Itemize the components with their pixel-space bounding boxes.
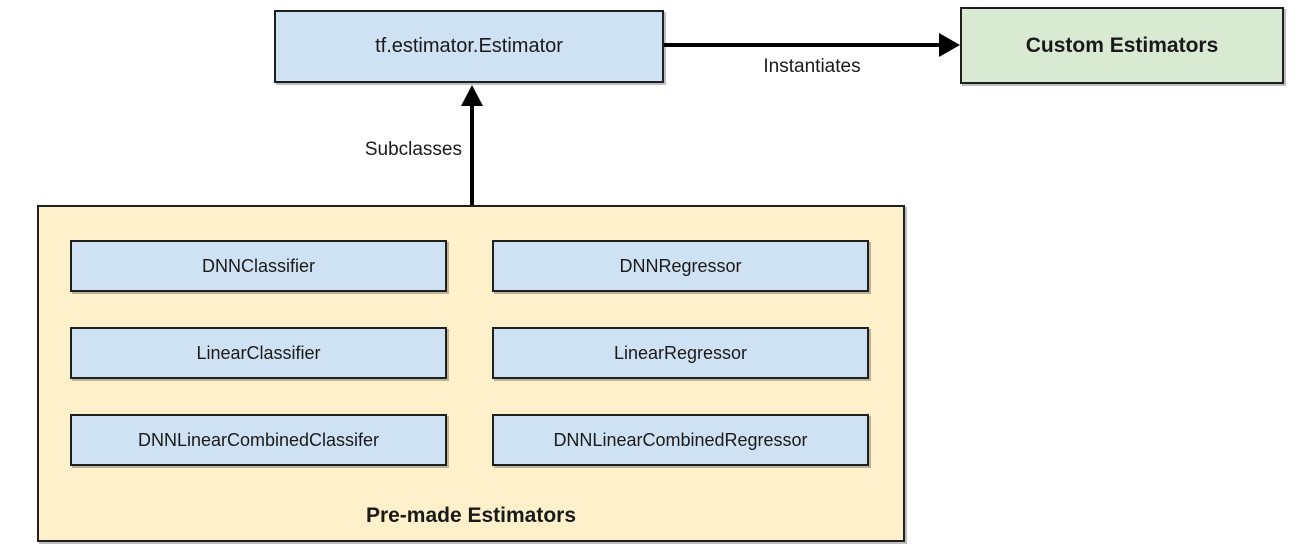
- estimator-box-label: tf.estimator.Estimator: [375, 35, 563, 57]
- dnn-linear-combined-classifer-label: DNNLinearCombinedClassifer: [137, 429, 380, 450]
- premade-estimators-container: DNNClassifier DNNRegressor LinearClassif…: [37, 205, 905, 542]
- linear-classifier-label: LinearClassifier: [196, 342, 321, 363]
- instantiates-arrow-line: [664, 43, 944, 47]
- instantiates-label: Instantiates: [763, 56, 861, 77]
- premade-estimators-title: Pre-made Estimators: [365, 504, 577, 527]
- dnn-regressor-label: DNNRegressor: [619, 255, 742, 276]
- custom-estimators-label: Custom Estimators: [1025, 33, 1219, 57]
- dnn-linear-combined-regressor-label: DNNLinearCombinedRegressor: [553, 429, 808, 450]
- arrowhead-up-icon: [461, 85, 483, 106]
- subclasses-arrow-line: [470, 102, 474, 205]
- linear-classifier-box: LinearClassifier: [70, 327, 447, 379]
- dnn-classifier-box: DNNClassifier: [70, 240, 447, 292]
- dnn-linear-combined-regressor-box: DNNLinearCombinedRegressor: [492, 414, 869, 466]
- linear-regressor-box: LinearRegressor: [492, 327, 869, 379]
- arrowhead-right-icon: [939, 33, 960, 57]
- custom-estimators-box: Custom Estimators: [960, 7, 1284, 84]
- dnn-classifier-label: DNNClassifier: [201, 255, 315, 276]
- dnn-linear-combined-classifer-box: DNNLinearCombinedClassifer: [70, 414, 447, 466]
- linear-regressor-label: LinearRegressor: [613, 342, 748, 363]
- estimator-box: tf.estimator.Estimator: [274, 10, 664, 83]
- dnn-regressor-box: DNNRegressor: [492, 240, 869, 292]
- subclasses-label: Subclasses: [364, 139, 462, 160]
